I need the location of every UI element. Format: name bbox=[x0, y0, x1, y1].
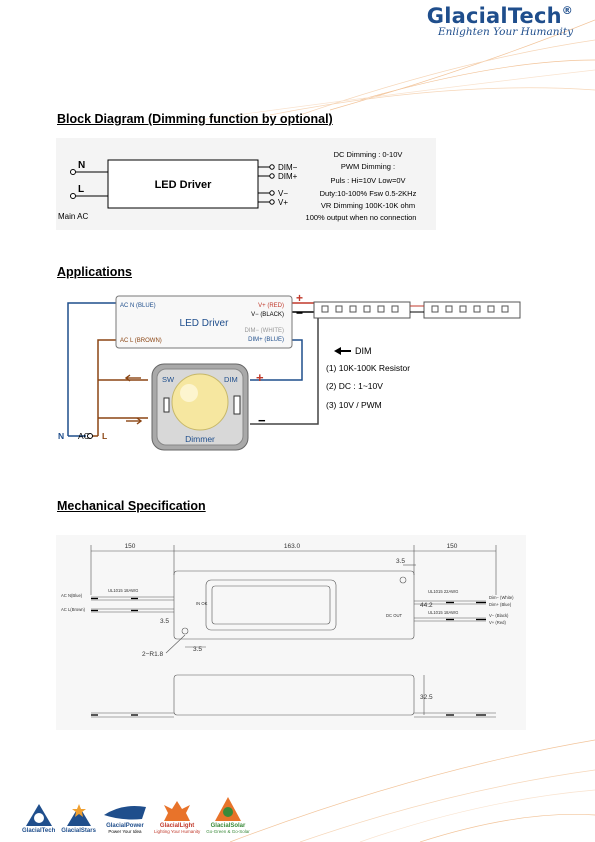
block-note-dc: DC Dimming : 0-10V bbox=[334, 150, 403, 159]
logo-glacialstars: GlacialStars bbox=[61, 802, 96, 834]
logo-glacialpower: GlacialPower Power Your Idea bbox=[102, 801, 148, 834]
app-vplus: V+ (RED) bbox=[258, 303, 284, 309]
applications-diagram: + − LED Driver AC N (BLUE) AC L (BROWN) … bbox=[58, 291, 521, 451]
block-n-label: N bbox=[78, 160, 85, 171]
mech-d325: 32.5 bbox=[420, 694, 433, 701]
app-dim-label: DIM bbox=[224, 375, 238, 384]
app-dim-white: DIM− (WHITE) bbox=[245, 328, 285, 334]
mech-v-black: V− (Black) bbox=[489, 613, 509, 618]
block-l-label: L bbox=[78, 184, 84, 195]
mech-in-label: IN OK bbox=[196, 601, 208, 606]
block-diagram: N L LED Driver Main AC DIM− DIM+ V− V+ D… bbox=[56, 138, 436, 230]
app-option-2: (2) DC : 1~10V bbox=[326, 381, 383, 391]
app-ac-n: AC N (BLUE) bbox=[120, 303, 156, 309]
mech-dim-white: Dim− (White) bbox=[489, 595, 514, 600]
app-dim-blue: DIM+ (BLUE) bbox=[248, 337, 284, 343]
app-ac-l: AC L (BROWN) bbox=[120, 338, 162, 344]
mech-ul-left: UL1015 18AWG bbox=[108, 588, 138, 593]
block-main-ac: Main AC bbox=[58, 212, 88, 221]
block-note-puls: Puls : Hi=10V Low=0V bbox=[330, 176, 405, 185]
app-dim-title: DIM bbox=[355, 346, 372, 356]
app-dim-plus-sign: + bbox=[256, 370, 264, 385]
app-option-3: (3) 10V / PWM bbox=[326, 400, 382, 410]
app-driver-label: LED Driver bbox=[180, 318, 230, 329]
section-title-mechanical: Mechanical Specification bbox=[57, 499, 206, 513]
block-note-vr: VR Dimming 100K-10K ohm bbox=[321, 201, 415, 210]
block-note-pwm: PWM Dimming : bbox=[341, 162, 395, 171]
section-title-block-diagram: Block Diagram (Dimming function by optio… bbox=[57, 112, 333, 126]
section-title-applications: Applications bbox=[57, 265, 133, 279]
mech-d35a: 3.5 bbox=[396, 558, 405, 565]
block-pin-dim-plus: DIM+ bbox=[278, 172, 298, 181]
logo-glacialsolar: GlacialSolar Go-Green & Go-Solar bbox=[206, 795, 250, 834]
app-dim-minus-sign: − bbox=[258, 413, 266, 428]
brand-name: GlacialTech® bbox=[426, 4, 573, 28]
mech-d35c: 3.5 bbox=[193, 646, 202, 653]
mech-out-label: DC OUT bbox=[386, 613, 402, 618]
app-strip-plus: + bbox=[296, 291, 303, 305]
block-pin-v-minus: V− bbox=[278, 189, 288, 198]
glaciallight-logo-icon bbox=[164, 801, 191, 821]
block-pin-dim-minus: DIM− bbox=[278, 163, 298, 172]
mech-ac-l: AC L(Brown) bbox=[61, 607, 86, 612]
block-note-output: 100% output when no connection bbox=[306, 213, 417, 222]
mech-r18: 2−R1.8 bbox=[142, 651, 164, 658]
brand-logo: GlacialTech® Enlighten Your Humanity bbox=[427, 4, 573, 38]
mech-dim-mid: 163.0 bbox=[284, 543, 301, 550]
block-driver-label: LED Driver bbox=[155, 179, 213, 191]
mech-ul-right-bot: UL1015 18AWG bbox=[428, 610, 458, 615]
mech-v-red: V+ (Red) bbox=[489, 620, 506, 625]
app-ac-label: AC bbox=[78, 431, 90, 441]
mech-ul-right-top: UL1015 22AWG bbox=[428, 589, 458, 594]
app-l-label: L bbox=[102, 431, 107, 441]
mech-d442: 44.2 bbox=[420, 602, 433, 609]
mech-dim-right: 150 bbox=[447, 543, 458, 550]
logo-glaciallight: GlacialLight Lighting Your Humanity bbox=[154, 799, 200, 834]
mech-dim-blue: Dim+ (Blue) bbox=[489, 602, 512, 607]
app-sw-label: SW bbox=[162, 375, 175, 384]
mech-d35b: 3.5 bbox=[160, 618, 169, 625]
block-pin-v-plus: V+ bbox=[278, 198, 288, 207]
footer-logos: GlacialTech GlacialStars GlacialPower Po… bbox=[22, 795, 250, 834]
mech-dim-left: 150 bbox=[125, 543, 136, 550]
app-option-1: (1) 10K-100K Resistor bbox=[326, 363, 410, 373]
app-n-label: N bbox=[58, 431, 64, 441]
glacialstars-logo-icon bbox=[66, 804, 91, 826]
app-vminus: V− (BLACK) bbox=[251, 312, 284, 318]
glacialpower-logo-icon bbox=[103, 806, 146, 820]
app-strip-minus: − bbox=[296, 306, 303, 320]
glacialtech-logo-icon bbox=[25, 804, 52, 826]
glacialsolar-logo-icon bbox=[214, 797, 241, 821]
app-dimmer-label: Dimmer bbox=[185, 434, 215, 444]
block-note-duty: Duty:10-100% Fsw 0.5-2KHz bbox=[320, 189, 417, 198]
logo-glacialtech: GlacialTech bbox=[22, 802, 55, 834]
brand-tagline: Enlighten Your Humanity bbox=[437, 26, 573, 38]
mechanical-drawing: 150 163.0 150 3.5 44.2 3.5 3.5 2−R1.8 32… bbox=[56, 535, 526, 730]
mech-ac-n: AC N(Blue) bbox=[61, 593, 83, 598]
